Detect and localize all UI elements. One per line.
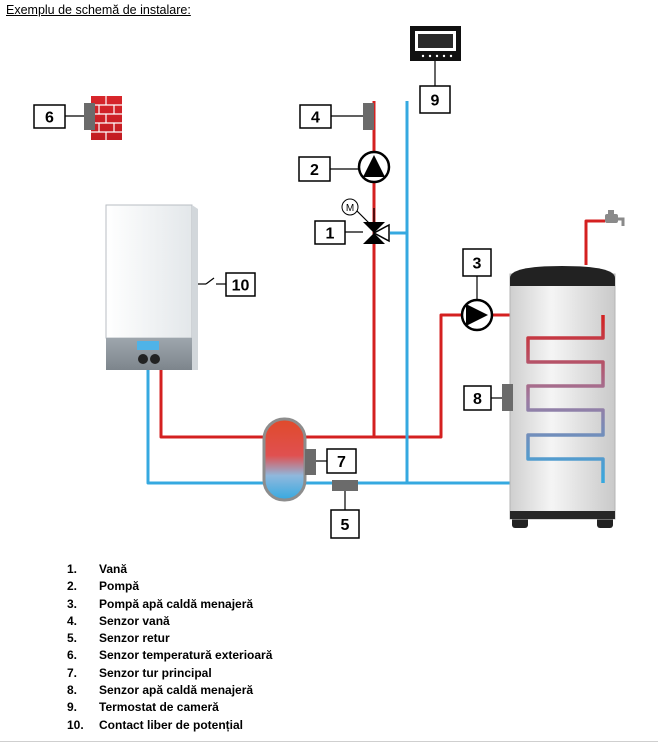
valve-motor-icon bbox=[341, 198, 359, 216]
legend-label: Contact liber de potențial bbox=[99, 717, 244, 732]
legend-item: 7. Senzor tur principal bbox=[67, 665, 272, 682]
legend-label: Senzor apă caldă menajeră bbox=[99, 683, 254, 698]
hydraulic-separator bbox=[262, 417, 307, 502]
callout-number-8: 8 bbox=[473, 391, 482, 408]
legend-item: 5. Senzor retur bbox=[67, 630, 272, 647]
boiler-side bbox=[192, 205, 198, 370]
legend-label: Termostat de cameră bbox=[99, 700, 219, 715]
callout-number-9: 9 bbox=[431, 93, 440, 110]
callout-box-7: 7 bbox=[326, 448, 357, 474]
legend-label: Pompă bbox=[99, 579, 140, 594]
legend-item: 2. Pompă bbox=[67, 578, 272, 595]
callout-number-2: 2 bbox=[310, 162, 319, 179]
legend-number: 4. bbox=[67, 613, 78, 628]
tank-heating-coil bbox=[526, 315, 605, 483]
outdoor-sensor-body bbox=[84, 103, 95, 130]
callout-box-1: 1 bbox=[314, 220, 346, 245]
dhw-pump-icon bbox=[460, 298, 494, 332]
callout-number-5: 5 bbox=[341, 517, 350, 534]
diagram-heading: Exemplu de schemă de instalare: bbox=[6, 3, 191, 17]
callout-box-4: 4 bbox=[299, 104, 332, 129]
callout-number-6: 6 bbox=[45, 110, 54, 127]
legend-number: 3. bbox=[67, 596, 78, 611]
callout-number-1: 1 bbox=[326, 226, 335, 243]
heating-pump-icon bbox=[357, 150, 391, 184]
tank-body bbox=[509, 273, 616, 520]
hot-water-tap-icon bbox=[605, 210, 625, 226]
callout-number-7: 7 bbox=[337, 454, 346, 471]
dhw-storage-tank bbox=[509, 266, 616, 528]
tank-bottom-band bbox=[510, 511, 615, 519]
callout-box-3: 3 bbox=[462, 248, 492, 277]
potential-free-contact-icon bbox=[198, 277, 226, 285]
return-sensor-body bbox=[332, 480, 358, 491]
callout-box-9: 9 bbox=[419, 85, 451, 114]
tank-top-cap bbox=[510, 266, 615, 286]
gas-boiler bbox=[105, 204, 198, 370]
legend-number: 9. bbox=[67, 700, 78, 715]
callout-box-10: 10 bbox=[225, 272, 256, 297]
callout-box-5: 5 bbox=[330, 509, 360, 539]
callout-number-3: 3 bbox=[473, 256, 482, 273]
legend-label: Vană bbox=[99, 562, 128, 576]
legend-label: Pompă apă caldă menajeră bbox=[99, 596, 254, 611]
outdoor-sensor-wall bbox=[84, 96, 122, 140]
legend-label: Senzor tur principal bbox=[99, 665, 212, 680]
legend-number: 1. bbox=[67, 562, 78, 576]
boiler-knob-right bbox=[150, 354, 160, 364]
dhw-sensor-body bbox=[502, 384, 513, 411]
legend-item: 10. Contact liber de potențial bbox=[67, 717, 272, 734]
legend-item: 8. Senzor apă caldă menajeră bbox=[67, 682, 272, 699]
boiler-casing bbox=[105, 204, 193, 339]
valve-motor-label: M bbox=[346, 203, 354, 214]
legend-item: 1. Vană bbox=[67, 561, 272, 578]
flow-sensor-body bbox=[305, 449, 316, 475]
dhw-hot-water-outlet bbox=[584, 219, 605, 265]
legend-number: 6. bbox=[67, 648, 78, 663]
callout-number-4: 4 bbox=[311, 110, 320, 127]
boiler-knob-left bbox=[138, 354, 148, 364]
supply-main-pipe bbox=[300, 313, 463, 439]
legend-item: 4. Senzor vană bbox=[67, 613, 272, 630]
room-thermostat-icon bbox=[410, 26, 461, 61]
legend-number: 8. bbox=[67, 683, 78, 698]
mixing-valve-icon bbox=[341, 198, 390, 244]
legend-label: Senzor temperatură exterioară bbox=[99, 648, 273, 663]
boiler-display bbox=[137, 341, 159, 350]
boiler-return-pipe bbox=[146, 370, 265, 485]
legend-number: 7. bbox=[67, 665, 78, 680]
mixing-valve-sensor bbox=[363, 103, 374, 130]
page-divider bbox=[0, 741, 658, 742]
legend-number: 5. bbox=[67, 631, 78, 646]
boiler-supply-pipe bbox=[159, 370, 272, 439]
legend-number: 10. bbox=[67, 717, 84, 732]
legend-item: 9. Termostat de cameră bbox=[67, 699, 272, 716]
callout-box-8: 8 bbox=[463, 385, 492, 411]
legend-item: 3. Pompă apă caldă menajeră bbox=[67, 596, 272, 613]
callout-box-6: 6 bbox=[33, 104, 66, 129]
legend-label: Senzor vană bbox=[99, 613, 170, 628]
callout-number-10: 10 bbox=[232, 278, 250, 295]
legend-item: 6. Senzor temperatură exterioară bbox=[67, 647, 272, 664]
callout-box-2: 2 bbox=[298, 156, 331, 182]
callout-lines bbox=[65, 61, 502, 510]
component-legend: 1. Vană 2. Pompă 3. Pompă apă caldă menajer… bbox=[67, 561, 272, 734]
legend-label: Senzor retur bbox=[99, 631, 170, 646]
legend-number: 2. bbox=[67, 579, 78, 594]
